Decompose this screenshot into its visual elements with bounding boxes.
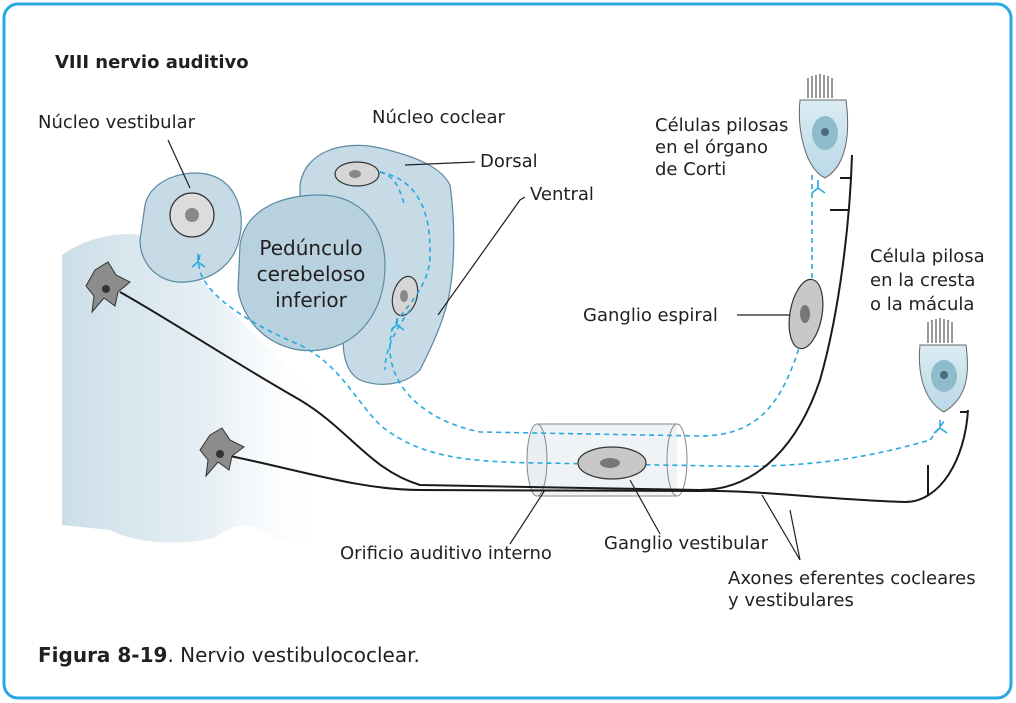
- label-ganglio-vestibular: Ganglio vestibular: [604, 533, 769, 554]
- vestibular-ganglion-core: [600, 458, 620, 468]
- peduncle-label-2: cerebeloso: [257, 262, 366, 286]
- figure-caption: Figura 8-19. Nervio vestibulococlear.: [38, 643, 420, 667]
- label-celulas-pilosas-2: en el órgano: [655, 137, 768, 158]
- label-dorsal: Dorsal: [480, 151, 538, 172]
- peduncle-label-3: inferior: [275, 288, 348, 312]
- label-celulas-pilosas-3: de Corti: [655, 159, 726, 180]
- label-ganglio-espiral: Ganglio espiral: [583, 305, 718, 326]
- label-celula-pilosa-2: en la cresta: [870, 270, 975, 291]
- vestibular-neuron-core: [185, 208, 199, 222]
- label-nucleo-vestibular: Núcleo vestibular: [38, 112, 196, 133]
- ventral-cochlear-neuron-core: [400, 290, 408, 302]
- dorsal-cochlear-neuron-core: [349, 170, 361, 178]
- caption-figure-number: Figura 8-19: [38, 643, 167, 667]
- label-orificio: Orificio auditivo interno: [340, 543, 552, 564]
- label-nucleo-coclear: Núcleo coclear: [372, 107, 505, 128]
- label-celula-pilosa-1: Célula pilosa: [870, 246, 985, 267]
- label-ventral: Ventral: [530, 184, 594, 205]
- hair-cell-crista: [919, 318, 967, 412]
- label-celulas-pilosas-1: Células pilosas: [655, 115, 788, 136]
- label-celula-pilosa-3: o la mácula: [870, 294, 974, 315]
- peduncle-label-1: Pedúnculo: [259, 236, 362, 260]
- label-axones-2: y vestibulares: [728, 590, 854, 611]
- label-axones-1: Axones eferentes cocleares: [728, 568, 976, 589]
- spiral-ganglion-core: [800, 305, 810, 323]
- hair-cell-corti: [799, 74, 847, 178]
- figure-title: VIII nervio auditivo: [55, 52, 249, 73]
- caption-text: . Nervio vestibulococlear.: [167, 643, 419, 667]
